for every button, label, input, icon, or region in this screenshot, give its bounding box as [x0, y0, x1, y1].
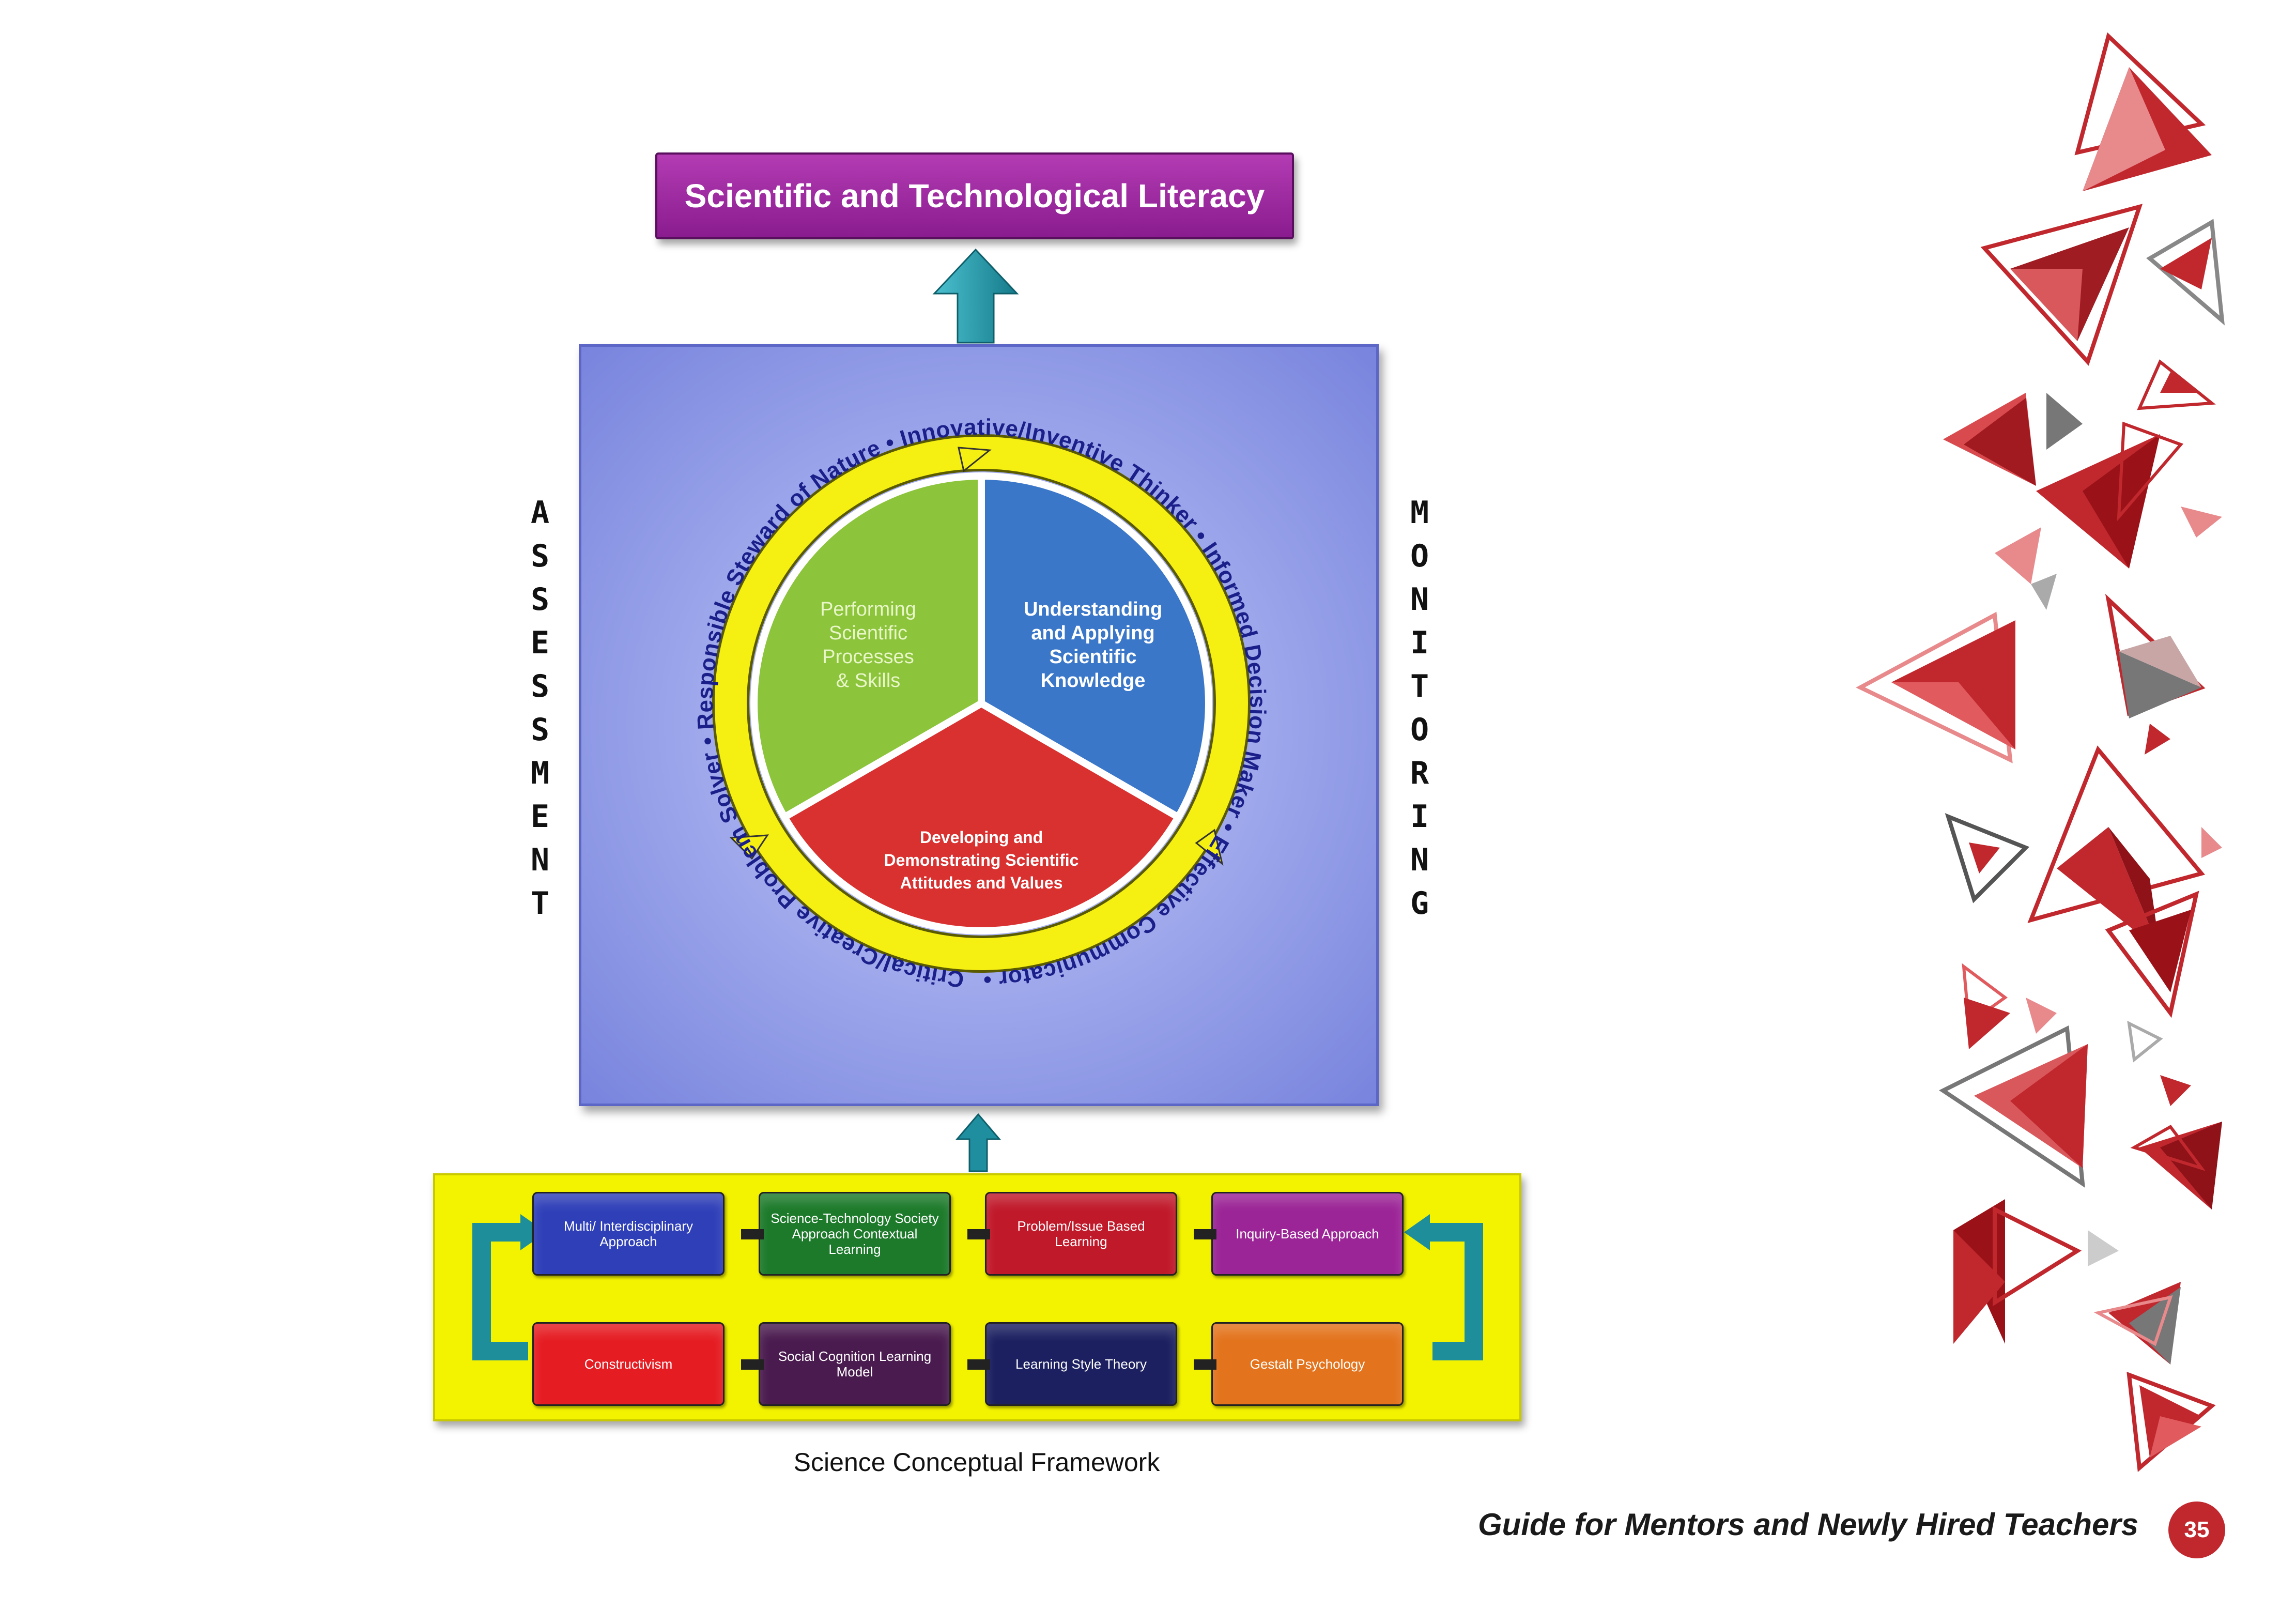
- ring-arrowhead-left-icon: [729, 834, 769, 860]
- page-number: 35: [2184, 1517, 2210, 1542]
- page-number-badge: 35: [2168, 1502, 2225, 1558]
- segment-knowledge: [978, 472, 1212, 822]
- approach-box: Learning Style Theory: [985, 1322, 1177, 1406]
- arrow-up-to-framework-icon: [955, 1113, 1001, 1172]
- segment-processes: [750, 472, 985, 822]
- approach-box: Multi/ Interdisciplinary Approach: [532, 1192, 725, 1276]
- connector: [741, 1229, 764, 1239]
- approach-box: Inquiry-Based Approach: [1211, 1192, 1404, 1276]
- connector: [1194, 1359, 1216, 1370]
- figure-caption: Science Conceptual Framework: [793, 1448, 1160, 1477]
- arrow-up-to-goal-icon: [932, 248, 1019, 344]
- ring-arrowhead-right-icon: [1195, 829, 1224, 866]
- segment-attitudes: [779, 699, 1183, 934]
- ring-arrowhead-top-icon: [958, 447, 992, 472]
- footer-title: Guide for Mentors and Newly Hired Teache…: [1478, 1507, 2139, 1542]
- goal-banner: Scientific and Technological Literacy: [655, 152, 1294, 239]
- connector: [1194, 1229, 1216, 1239]
- loop-arrow-right-icon: [1404, 1214, 1430, 1250]
- connector: [741, 1359, 764, 1370]
- approach-box: Science-Technology Society Approach Cont…: [759, 1192, 951, 1276]
- connector: [967, 1359, 990, 1370]
- approach-box: Gestalt Psychology: [1211, 1322, 1404, 1406]
- goal-label: Scientific and Technological Literacy: [684, 177, 1265, 215]
- decorative-triangles: [1856, 32, 2225, 1472]
- approach-box: Constructivism: [532, 1322, 725, 1406]
- approaches-panel: Multi/ Interdisciplinary Approach Science…: [433, 1173, 1521, 1421]
- connector: [967, 1229, 990, 1239]
- approach-box: Problem/Issue Based Learning: [985, 1192, 1177, 1276]
- triangle-icon: [1856, 32, 2225, 1472]
- approach-box: Social Cognition Learning Model: [759, 1322, 951, 1406]
